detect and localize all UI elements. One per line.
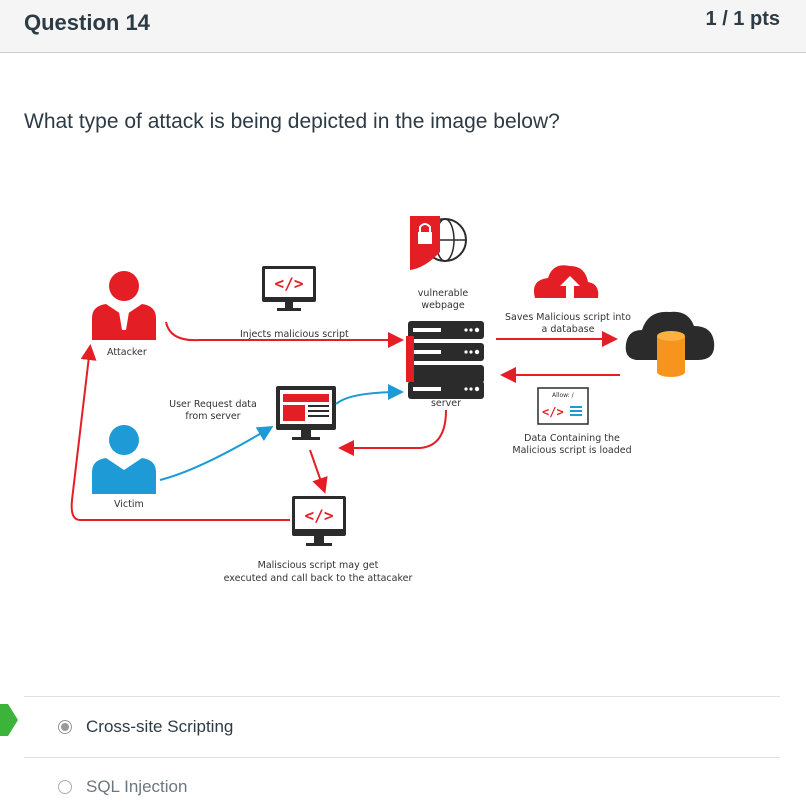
user-request-1: User Request data <box>169 399 257 410</box>
correct-answer-flag-icon <box>0 704 18 736</box>
data-containing-2: Malicious script is loaded <box>512 445 631 456</box>
injects-label: Injects malicious script <box>240 329 349 340</box>
question-title: Question 14 <box>24 10 150 35</box>
executed-label-2: executed and call back to the attacaker <box>224 573 413 584</box>
victim-label: Victim <box>114 499 144 510</box>
arrow-callback-attacker <box>70 344 290 521</box>
code-symbol-bottom: </> <box>305 506 334 525</box>
arrow-inject <box>165 321 404 348</box>
code-monitor-bottom-icon: </> <box>292 496 346 546</box>
answer-option-sql-injection[interactable]: SQL Injection <box>58 772 187 802</box>
answer-radio-selected[interactable] <box>58 720 72 734</box>
lock-globe-icon <box>410 216 467 270</box>
attacker-icon <box>92 271 156 340</box>
answer-radio[interactable] <box>58 780 72 794</box>
arrow-browser-server <box>335 384 404 405</box>
browser-monitor-icon <box>276 386 336 440</box>
server-icon <box>406 321 484 399</box>
answer-label: Cross-site Scripting <box>86 717 234 736</box>
vulnerable-label-1: vulnerable <box>418 288 469 299</box>
question-text: What type of attack is being depicted in… <box>24 110 560 133</box>
question-header: Question 14 1 / 1 pts <box>0 0 806 53</box>
executed-label-1: Maliscious script may get <box>258 560 379 571</box>
arrow-victim-request <box>159 425 274 481</box>
saves-label-1: Saves Malicious script into <box>505 312 631 323</box>
allow-label: Allow: / <box>552 392 575 399</box>
answer-label: SQL Injection <box>86 777 188 796</box>
user-request-2: from server <box>185 411 240 422</box>
data-containing-1: Data Containing the <box>524 433 620 444</box>
cloud-upload-icon <box>533 265 599 298</box>
victim-icon <box>92 425 156 494</box>
saves-label-2: a database <box>542 324 595 335</box>
arrow-browser-execute <box>309 449 328 494</box>
answer-divider <box>24 757 780 758</box>
xss-diagram: Attacker Victim </> Injects malicious sc… <box>70 216 715 584</box>
code-symbol-top: </> <box>275 274 304 293</box>
server-label: server <box>431 398 461 409</box>
attacker-label: Attacker <box>107 347 147 358</box>
vulnerable-label-2: webpage <box>421 300 465 311</box>
answer-divider-top <box>24 696 780 697</box>
arrow-server-browser <box>338 409 447 456</box>
answer-option-cross-site-scripting[interactable]: Cross-site Scripting <box>58 712 233 742</box>
code-symbol-doc: </> <box>542 405 564 419</box>
code-monitor-top-icon: </> <box>262 266 316 311</box>
code-document-icon: Allow: / </> <box>537 387 589 425</box>
question-points: 1 / 1 pts <box>705 8 780 30</box>
cloud-database-icon <box>625 311 715 377</box>
